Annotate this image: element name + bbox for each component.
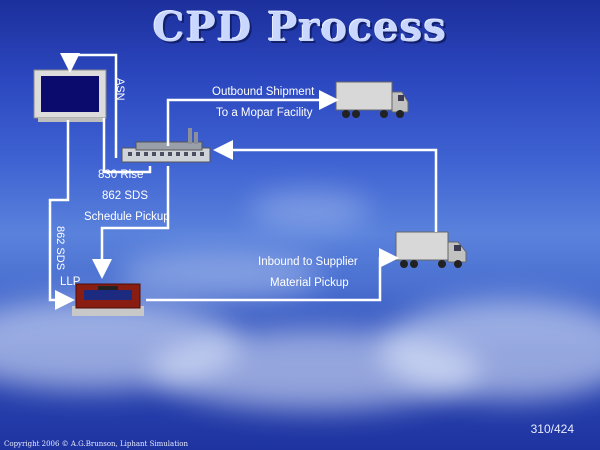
sds-vertical-arrow	[48, 120, 75, 310]
label-830-rlse: 830 Rlse	[98, 169, 144, 181]
label-asn: ASN	[114, 78, 126, 101]
slide-title: CPD Process	[152, 4, 448, 51]
page-number: 310/424	[530, 422, 574, 436]
factory-icon	[121, 128, 211, 163]
label-llp: LLP	[60, 276, 81, 288]
flow-arrows	[48, 53, 438, 310]
label-862-sds-vertical: 862 SDS	[54, 226, 66, 271]
outbound-arrow	[166, 90, 339, 146]
label-schedule-pickup: Schedule Pickup	[84, 211, 170, 223]
cloud	[380, 300, 600, 400]
rlse-arrow	[102, 118, 152, 174]
cloud	[250, 190, 370, 230]
llp-building-icon	[72, 283, 144, 316]
label-outbound-1: Outbound Shipment	[212, 86, 315, 98]
inbound-truck-icon	[395, 231, 467, 268]
schedule-pickup-arrow	[92, 166, 170, 279]
copyright-footer: Copyright 2006 © A.G.Brunson, Liphant Si…	[4, 440, 188, 448]
asn-arrow	[60, 53, 118, 158]
outbound-truck-icon	[335, 81, 409, 118]
label-inbound-1: Inbound to Supplier	[258, 256, 358, 268]
label-inbound-2: Material Pickup	[270, 277, 349, 289]
label-862-sds: 862 SDS	[102, 190, 149, 202]
llp-inbound-arrow	[146, 248, 399, 302]
computer-monitor-icon	[33, 69, 107, 122]
label-outbound-2: To a Mopar Facility	[216, 107, 313, 119]
cloud	[120, 250, 320, 300]
inbound-return-arrow	[213, 140, 438, 232]
